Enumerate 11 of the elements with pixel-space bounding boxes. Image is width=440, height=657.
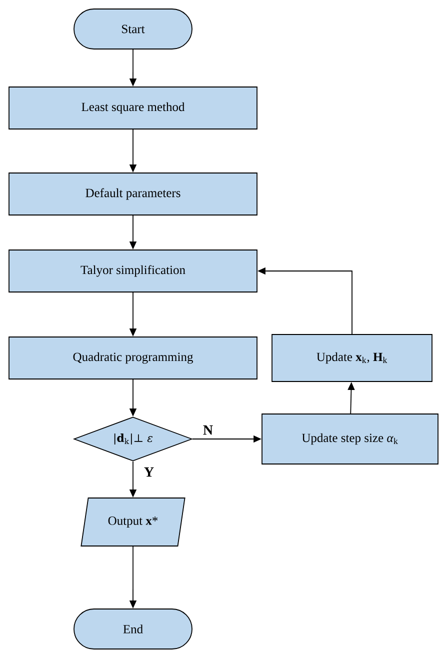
process-box: Least square method (8, 86, 258, 130)
output-parallelogram: Output x* (80, 498, 186, 546)
terminal-node: End (74, 608, 192, 650)
edge-label: Y (144, 467, 154, 477)
process-box: Talyor simplification (8, 250, 258, 292)
edge-label: N (203, 425, 213, 435)
process-box: Update x$_{k}$, H$_{k}$ (272, 334, 432, 382)
process-box: Quadratic programming (8, 336, 258, 380)
terminal-node: Start (74, 8, 192, 50)
process-box: Update step size α$_{k}$ (262, 414, 438, 464)
process-box: Default parameters (8, 172, 258, 216)
